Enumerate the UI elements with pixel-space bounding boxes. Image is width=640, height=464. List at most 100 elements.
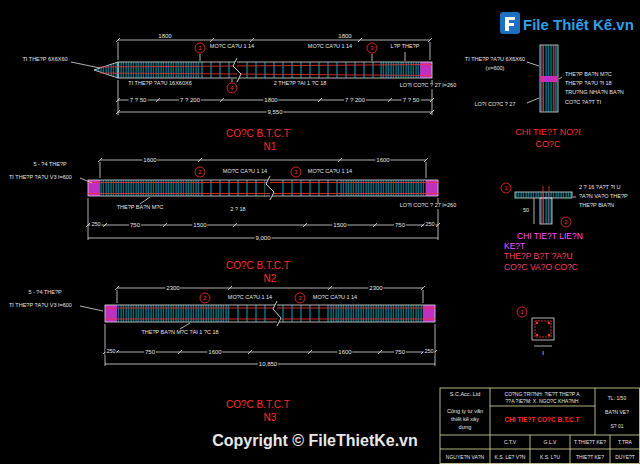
- dimension-text: 750: [394, 349, 406, 355]
- watermark: Copyright © FileThietKe.vn: [211, 433, 419, 449]
- note-text: TI THE?P ?A?U V3 I=600: [8, 175, 73, 181]
- dimension-text: 7 ? 200: [179, 97, 201, 103]
- pile-n1: [71, 38, 434, 115]
- dimension-text: 250: [90, 222, 101, 228]
- dimension-text: 250: [105, 349, 116, 355]
- callout-number: 1: [519, 309, 524, 315]
- joint-detail: [527, 45, 562, 112]
- section-mark: I: [541, 350, 545, 356]
- dimension-text: 7 ? 50: [129, 97, 148, 103]
- dimension-text: 250: [423, 349, 434, 355]
- title-block-text: TL: 1/50: [607, 396, 627, 401]
- note-text: CO?C ?A?T TI: [564, 100, 602, 106]
- dimension-text: 2300: [368, 285, 383, 291]
- pile-title: CO?C B.T.C.T: [225, 400, 291, 410]
- title-block-text: thiết kế xây: [450, 417, 480, 423]
- note-text: (x=600): [485, 66, 506, 72]
- pile-title: N1: [263, 142, 278, 152]
- note-text: TI THE?P ?A?U 16X60X6: [127, 81, 192, 87]
- note-text: TI THE?P ?A?U V3 I=600: [8, 303, 73, 309]
- dimension-text: 750: [129, 222, 141, 228]
- callout-number: 3: [297, 295, 302, 301]
- title-block-text: CO?NG TRI?NH: ?IE?T THE?P A: [504, 392, 581, 397]
- note-text: TRU?NG NHA?N BA?N: [564, 90, 625, 96]
- note-text: TI THE?P 6X6X60: [21, 57, 68, 63]
- callout-number: 1: [197, 45, 202, 51]
- note-text: MO?C CA?U 1 14: [227, 295, 273, 301]
- callout-number: 2: [563, 219, 568, 225]
- dimension-text: 1500: [332, 222, 347, 228]
- note-text: MO?C CA?U 1 14: [307, 44, 353, 50]
- dimension-text: 10,850: [258, 361, 278, 367]
- title-block-text: T.THIE?T KE?: [573, 440, 607, 445]
- title-block-text: THIE?T KE?: [575, 455, 605, 460]
- title-block-text: BA?N VE?: [604, 410, 630, 415]
- note-text: LO?I CO?C ? 27: [474, 102, 517, 108]
- title-block-text: T.TRA: [617, 440, 633, 445]
- note-text: THE?P BA?N M?C: [564, 72, 613, 78]
- dimension-text: 750: [144, 349, 156, 355]
- pile-n3: [80, 286, 437, 366]
- note-text: L?P THE?P: [390, 44, 421, 50]
- detail-title: CHI TIE?T NO?I: [514, 128, 582, 137]
- dimension-text: 9,000: [254, 235, 271, 241]
- dimension-text: 1800: [157, 33, 172, 39]
- dimension-text: 1600: [375, 157, 390, 163]
- note-text: MO?C CA?U 1 14: [307, 169, 353, 175]
- pile-title: CO?C B.T.C.T: [225, 129, 291, 139]
- dimension-text: 1500: [192, 222, 207, 228]
- note-text: LO?I CO?C ? 27 I=260: [399, 203, 457, 209]
- section-detail: [517, 307, 554, 346]
- detail-title: KE?T: [503, 242, 526, 251]
- pile-title: CO?C B.T.C.T: [225, 261, 291, 271]
- title-block-text: S.C.Acc..Ltd: [449, 392, 482, 398]
- pile-n2: [80, 158, 440, 240]
- dimension-text: 1600: [337, 349, 352, 355]
- detail-title: CO?C VA?O CO?C: [503, 263, 579, 272]
- dimension-text: 250: [424, 222, 435, 228]
- pile-title: N3: [263, 413, 278, 423]
- title-block-text: dựng: [458, 425, 473, 431]
- note-text: 2 ? 16 ?A?T ?I U: [578, 185, 621, 191]
- note-text: TI THE?P ?A?U 6X6X60: [464, 57, 526, 63]
- watermark: File Thiết Kế.vn: [522, 17, 635, 32]
- note-text: 5 - ?4 THE?P: [27, 290, 62, 296]
- note-text: LO?I CO?C ? 27 I=260: [399, 83, 457, 89]
- note-text: MO?C CA?U 1 14: [222, 169, 268, 175]
- title-block-text: G.L.V: [543, 440, 558, 445]
- note-text: ?A?N VA?O THE?P: [578, 194, 629, 200]
- callout-number: 1: [503, 185, 508, 191]
- title-block: [440, 388, 640, 464]
- callout-number: 2: [197, 169, 202, 175]
- dimension-text: 1600: [207, 349, 222, 355]
- dimension-text: 1800: [337, 33, 352, 39]
- connection-detail: [501, 183, 576, 227]
- title-block-text: K.S. L?U: [539, 455, 561, 460]
- title-block-text: DUYE?T: [614, 455, 636, 460]
- note-text: MO?C CA?U 1 14: [312, 295, 358, 301]
- dimension-text: 1800: [263, 97, 278, 103]
- dimension-text: 9,550: [266, 109, 283, 115]
- dimension-text: 7 ? 50: [402, 97, 421, 103]
- note-text: MO?C CA?U 1 14: [209, 44, 255, 50]
- dimension-text: 1600: [142, 157, 157, 163]
- note-text: THE?P BA?N M?C: [116, 205, 165, 211]
- callout-number: 2: [202, 295, 207, 301]
- note-text: THE?P BA?N M?C ?AI 1 ?C 18: [140, 330, 219, 336]
- title-block-text: NGUYE?N VA?N: [445, 455, 485, 460]
- detail-title: CHI TIE?T LIE?N: [516, 232, 584, 241]
- title-block-text: ??A ?IE?M: X. NGO?C KHA?NH: [505, 399, 580, 404]
- title-block-text: S? 01: [609, 424, 624, 429]
- detail-title: CO?C: [534, 140, 561, 149]
- callout-number: 3: [369, 45, 374, 51]
- note-text: THE?P ?A?U ?I 18: [564, 81, 613, 87]
- dimension-text: 50: [522, 208, 530, 214]
- title-block-text: Công ty tư vấn: [446, 409, 484, 415]
- note-text: 2 ? 18: [229, 207, 246, 213]
- detail-title: THE?P B?T ?A?U: [503, 252, 574, 261]
- note-text: 2 THE?P ?AI 1 ?C 18: [273, 81, 328, 87]
- drawing-title: CHI TIE?T CO?C B.T.C.T: [503, 417, 580, 424]
- pile-title: N2: [263, 274, 278, 284]
- logo-icon: [500, 12, 520, 34]
- callout-number: 4: [229, 85, 234, 91]
